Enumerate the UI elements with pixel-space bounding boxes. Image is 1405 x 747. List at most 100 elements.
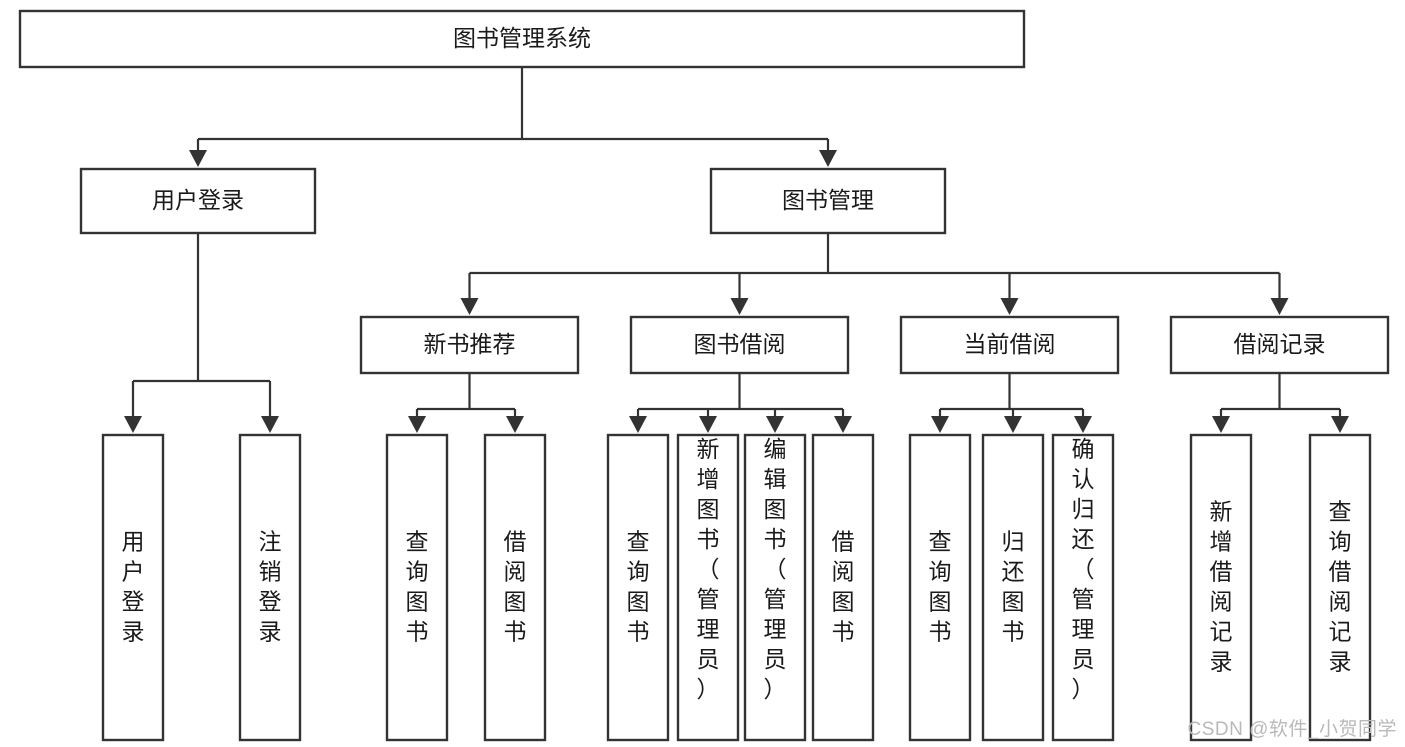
- node-box-leaf-query-book-2[interactable]: [606, 433, 670, 742]
- arrow-head-leaf-add-book: [699, 416, 717, 433]
- node-label-char: （: [764, 556, 787, 582]
- node-label-char: 录: [259, 619, 282, 645]
- node-label-char: 认: [1072, 466, 1095, 492]
- node-label-char: 图: [504, 589, 527, 615]
- node-label-char: 理: [764, 616, 787, 642]
- node-user-login[interactable]: 用户登录: [79, 167, 317, 235]
- node-label-char: 阅: [1210, 589, 1233, 615]
- node-label-char: 书: [406, 619, 429, 645]
- node-label-char: 书: [832, 619, 855, 645]
- arrow-head-leaf-user-login: [124, 416, 142, 433]
- node-label-new-book-recommend: 新书推荐: [424, 331, 516, 357]
- node-label-char: 新: [1210, 499, 1233, 525]
- arrow-head-leaf-query-book-1: [408, 416, 426, 433]
- node-book-borrow[interactable]: 图书借阅: [629, 315, 850, 375]
- node-label-char: 录: [1329, 649, 1352, 675]
- node-leaf-query-book-2[interactable]: 查询图书查询图书: [606, 433, 670, 742]
- node-box-leaf-borrow-book-1[interactable]: [483, 433, 547, 742]
- node-label-book-borrow: 图书借阅: [694, 331, 786, 357]
- node-box-leaf-query-record[interactable]: [1308, 433, 1372, 742]
- node-label-char: 阅: [832, 559, 855, 585]
- node-label-char: 查: [929, 529, 952, 555]
- node-leaf-query-record[interactable]: 查询借阅记录查询借阅记录: [1308, 433, 1372, 742]
- node-box-root[interactable]: [18, 9, 1026, 69]
- node-label-char: 录: [1210, 649, 1233, 675]
- node-box-user-login[interactable]: [79, 167, 317, 235]
- node-label-char: 询: [1329, 529, 1352, 555]
- arrow-head-leaf-confirm-return: [1074, 416, 1092, 433]
- node-label-char: 登: [259, 589, 282, 615]
- node-box-book-borrow[interactable]: [629, 315, 850, 375]
- node-box-leaf-confirm-return[interactable]: [1051, 433, 1115, 742]
- node-label-char: 图: [1002, 589, 1025, 615]
- node-box-new-book-recommend[interactable]: [359, 315, 580, 375]
- node-label-char: ）: [697, 676, 720, 702]
- node-borrow-record[interactable]: 借阅记录: [1169, 315, 1390, 375]
- node-label-char: 编: [764, 436, 787, 462]
- node-label-char: 用: [122, 529, 145, 555]
- node-label-char: 书: [627, 619, 650, 645]
- node-leaf-borrow-book-1[interactable]: 借阅图书借阅图书: [483, 433, 547, 742]
- node-root[interactable]: 图书管理系统: [18, 9, 1026, 69]
- node-box-leaf-add-record[interactable]: [1189, 433, 1253, 742]
- node-label-char: 录: [122, 619, 145, 645]
- node-box-leaf-query-book-3[interactable]: [908, 433, 972, 742]
- csdn-watermark: CSDN @软件_小贺同学: [1187, 719, 1397, 740]
- node-label-char: 借: [504, 529, 527, 555]
- node-leaf-return-book[interactable]: 归还图书归还图书: [981, 433, 1045, 742]
- node-box-current-borrow[interactable]: [899, 315, 1120, 375]
- node-box-leaf-query-book-1[interactable]: [385, 433, 449, 742]
- node-label-char: 登: [122, 589, 145, 615]
- node-box-leaf-borrow-book-2[interactable]: [811, 433, 875, 742]
- node-current-borrow[interactable]: 当前借阅: [899, 315, 1120, 375]
- arrow-head-book-manage: [819, 150, 837, 167]
- node-label-char: ）: [1072, 676, 1095, 702]
- node-label-char: 查: [627, 529, 650, 555]
- node-label-char: 阅: [1329, 589, 1352, 615]
- node-leaf-user-login[interactable]: 用户登录用户登录: [101, 433, 165, 742]
- node-new-book-recommend[interactable]: 新书推荐: [359, 315, 580, 375]
- node-leaf-query-book-1[interactable]: 查询图书查询图书: [385, 433, 449, 742]
- node-label-char: 还: [1072, 526, 1095, 552]
- node-label-char: 理: [697, 616, 720, 642]
- node-label-char: 借: [1210, 559, 1233, 585]
- node-label-user-login: 用户登录: [152, 187, 244, 213]
- node-label-char: 图: [697, 496, 720, 522]
- node-label-char: 注: [259, 529, 282, 555]
- node-box-leaf-logout[interactable]: [238, 433, 302, 742]
- node-book-manage[interactable]: 图书管理: [709, 167, 947, 235]
- node-leaf-query-book-3[interactable]: 查询图书查询图书: [908, 433, 972, 742]
- node-label-char: 书: [504, 619, 527, 645]
- node-label-char: 管: [764, 586, 787, 612]
- node-label-char: 图: [832, 589, 855, 615]
- node-box-leaf-add-book[interactable]: [676, 433, 740, 742]
- node-label-char: 借: [832, 529, 855, 555]
- node-box-leaf-user-login[interactable]: [101, 433, 165, 742]
- node-label-char: 阅: [504, 559, 527, 585]
- node-label-char: 记: [1329, 619, 1352, 645]
- node-leaf-borrow-book-2[interactable]: 借阅图书借阅图书: [811, 433, 875, 742]
- node-box-book-manage[interactable]: [709, 167, 947, 235]
- arrow-head-leaf-logout: [261, 416, 279, 433]
- node-box-borrow-record[interactable]: [1169, 315, 1390, 375]
- node-label-borrow-record: 借阅记录: [1234, 331, 1326, 357]
- node-label-char: 确: [1072, 436, 1095, 462]
- node-label-char: 书: [764, 526, 787, 552]
- node-label-char: 员: [1072, 646, 1095, 672]
- node-leaf-logout[interactable]: 注销登录注销登录: [238, 433, 302, 742]
- node-leaf-add-record[interactable]: 新增借阅记录新增借阅记录: [1189, 433, 1253, 742]
- node-label-char: 新: [697, 436, 720, 462]
- arrow-head-current-borrow: [1000, 298, 1019, 315]
- node-label-char: 员: [764, 646, 787, 672]
- node-box-leaf-edit-book[interactable]: [743, 433, 807, 742]
- node-label-char: 销: [259, 559, 282, 585]
- node-label-char: 图: [929, 589, 952, 615]
- node-label-char: 询: [406, 559, 429, 585]
- arrow-head-leaf-borrow-book-2: [834, 416, 852, 433]
- node-box-leaf-return-book[interactable]: [981, 433, 1045, 742]
